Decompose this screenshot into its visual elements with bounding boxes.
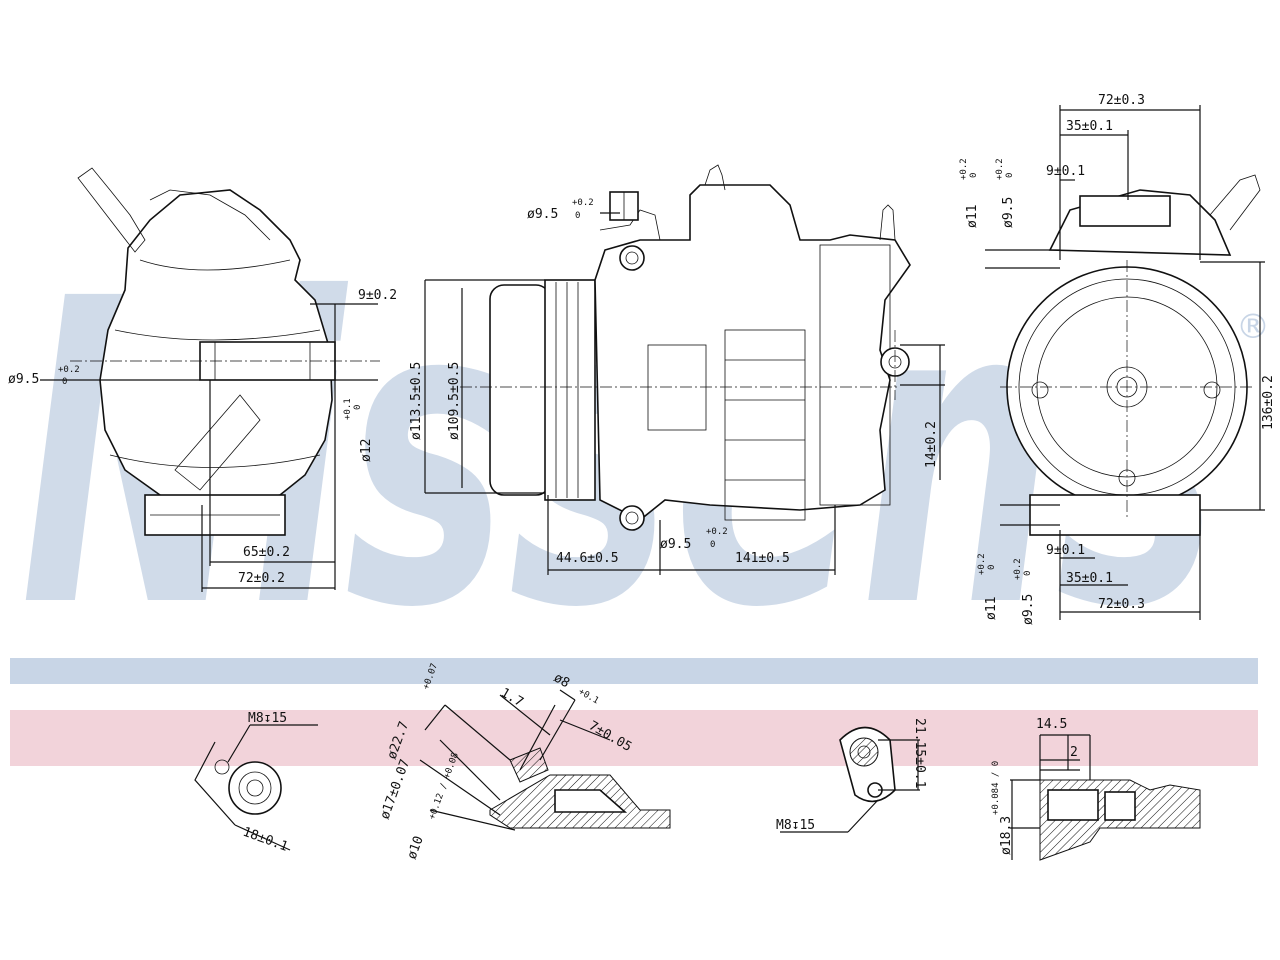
- detail-connector: [1010, 734, 1201, 861]
- dim-11-right-top-sup: +0.2: [959, 158, 969, 180]
- detail3-211: 21.15±0.1: [912, 718, 927, 788]
- detail4-d183: ø18.3: [999, 816, 1014, 855]
- dim-11-right-bot-sup: +0.2: [977, 553, 987, 575]
- dim-141-center: 141±0.5: [735, 551, 790, 566]
- dim-72-right-bot: 72±0.3: [1098, 597, 1145, 612]
- dim-port-bot-center-sup: +0.2: [706, 527, 728, 537]
- dim-95-right-top-sup: +0.2: [995, 158, 1005, 180]
- dim-9-right-top: 9±0.1: [1046, 164, 1085, 179]
- dim-35-right-bot: 35±0.1: [1066, 571, 1113, 586]
- dim-port-bot-center-sub: 0: [710, 540, 715, 550]
- dim-14-center: 14±0.2: [924, 421, 939, 468]
- dim-95-right-bot: ø9.5: [1021, 594, 1036, 625]
- dim-12-left-sup: +0.1: [343, 398, 353, 420]
- dim-port-bot-center: ø9.5: [660, 537, 691, 552]
- detail4-145: 14.5: [1036, 717, 1067, 732]
- detail4-2: 2: [1070, 745, 1078, 760]
- detail-port-2: [780, 726, 920, 833]
- dim-136-right: 136±0.2: [1261, 375, 1276, 430]
- dim-11-right-top: ø11: [965, 205, 980, 228]
- dim-port-top-center-sup: +0.2: [572, 198, 594, 208]
- detail-flange: [419, 689, 671, 831]
- left-view: [40, 167, 380, 592]
- detail3-thread: M8↧15: [776, 818, 815, 833]
- dim-9-right-bot: 9±0.1: [1046, 543, 1085, 558]
- registered-mark: ®: [1236, 307, 1270, 347]
- dim-port-left: ø9.5: [8, 372, 39, 387]
- detail4-d183-tol: +0.084 / 0: [991, 761, 1001, 815]
- dim-95-right-top-sub: 0: [1005, 173, 1015, 178]
- dim-72-right-top: 72±0.3: [1098, 93, 1145, 108]
- detail2-d8: ø8: [551, 670, 572, 691]
- dim-35-right-top: 35±0.1: [1066, 119, 1113, 134]
- dim-12-left: ø12: [359, 439, 374, 462]
- detail1-d18: 18±0.1: [241, 825, 290, 855]
- dim-72-left: 72±0.2: [238, 571, 285, 586]
- dim-95-right-bot-sub: 0: [1023, 571, 1033, 576]
- dim-9-left: 9±0.2: [358, 288, 397, 303]
- dim-11-right-bot-sub: 0: [987, 565, 997, 570]
- blue-band: [10, 658, 1258, 684]
- dim-11-right-top-sub: 0: [969, 173, 979, 178]
- dim-44-center: 44.6±0.5: [556, 551, 619, 566]
- dim-port-top-center: ø9.5: [527, 207, 558, 222]
- dim-113-center: ø113.5±0.5: [409, 362, 424, 440]
- dim-port-left-sup: +0.2: [58, 365, 80, 375]
- dim-port-left-sub: 0: [62, 377, 67, 387]
- dim-95-right-top: ø9.5: [1001, 197, 1016, 228]
- detail2-d17: ø17±0.07: [378, 757, 414, 821]
- center-view: [424, 164, 945, 575]
- dim-95-right-bot-sup: +0.2: [1013, 558, 1023, 580]
- dim-12-left-sub: 0: [353, 405, 363, 410]
- dim-port-top-center-sub: 0: [575, 211, 580, 221]
- detail2-d10: ø10: [405, 834, 427, 861]
- detail-port-1: [194, 724, 318, 851]
- dim-11-right-bot: ø11: [984, 597, 999, 620]
- detail1-thread: M8↧15: [248, 711, 287, 726]
- dim-65-left: 65±0.2: [243, 545, 290, 560]
- pink-band: [10, 710, 1258, 766]
- right-view: [985, 105, 1265, 620]
- dim-109-center: ø109.5±0.5: [447, 362, 462, 440]
